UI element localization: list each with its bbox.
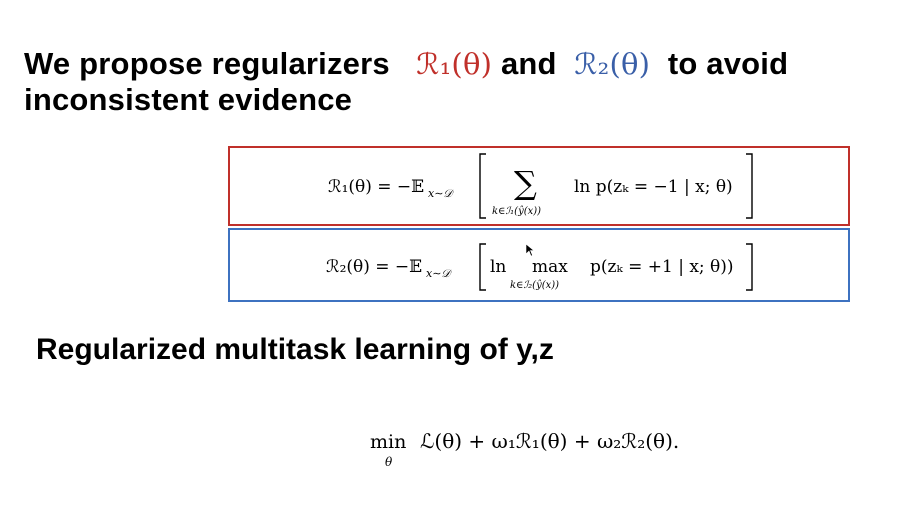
objective-min-sub: θ xyxy=(385,455,393,469)
equation-r2-svg: ℛ₂(θ) = −𝔼 x∼𝒟 ln max k∈ℐ₂(ŷ(x)) p(zₖ = … xyxy=(326,243,753,291)
section-title: Regularized multitask learning of y,z xyxy=(36,333,554,366)
headline-text-1: We propose regularizers xyxy=(24,46,390,81)
regularizer-r2-label: ℛ₂(θ) xyxy=(574,47,651,81)
equation-r1-svg: ℛ₁(θ) = −𝔼 x∼𝒟 ∑ k∈ℐ₁(ŷ(x)) ln p(zₖ = −1… xyxy=(328,153,753,219)
eq2-max: max xyxy=(532,257,568,277)
eq1-sum-sub: k∈ℐ₁(ŷ(x)) xyxy=(492,206,541,217)
eq1-right-bracket xyxy=(746,153,753,219)
eq2-left-bracket xyxy=(479,243,486,291)
eq2-lhs: ℛ₂(θ) = −𝔼 xyxy=(326,257,422,277)
objective-svg: min θ ℒ(θ) + ω₁ℛ₁(θ) + ω₂ℛ₂(θ). xyxy=(370,429,679,469)
eq2-right-bracket xyxy=(746,243,753,291)
equation-r1: ℛ₁(θ) = −𝔼 x∼𝒟 ∑ k∈ℐ₁(ŷ(x)) ln p(zₖ = −1… xyxy=(230,148,848,224)
eq1-left-bracket xyxy=(479,153,486,219)
headline: We propose regularizers ℛ₁(θ) and ℛ₂(θ) … xyxy=(24,46,904,118)
mouse-cursor-icon xyxy=(525,243,535,257)
equation-r2-box: ℛ₂(θ) = −𝔼 x∼𝒟 ln max k∈ℐ₂(ŷ(x)) p(zₖ = … xyxy=(228,228,850,302)
headline-text-2: and xyxy=(500,46,557,81)
eq1-lhs: ℛ₁(θ) = −𝔼 xyxy=(328,177,424,197)
eq1-body: ln p(zₖ = −1 | x; θ) xyxy=(574,177,733,197)
equation-r1-box: ℛ₁(θ) = −𝔼 x∼𝒟 ∑ k∈ℐ₁(ŷ(x)) ln p(zₖ = −1… xyxy=(228,146,850,226)
equation-r2: ℛ₂(θ) = −𝔼 x∼𝒟 ln max k∈ℐ₂(ŷ(x)) p(zₖ = … xyxy=(230,230,848,300)
eq1-sum-symbol: ∑ xyxy=(514,164,537,202)
eq2-body: p(zₖ = +1 | x; θ)) xyxy=(590,257,734,277)
headline-line-2: inconsistent evidence xyxy=(24,82,353,117)
eq2-max-sub: k∈ℐ₂(ŷ(x)) xyxy=(510,280,559,291)
eq2-expect-sub: x∼𝒟 xyxy=(426,267,452,280)
objective-expr: ℒ(θ) + ω₁ℛ₁(θ) + ω₂ℛ₂(θ). xyxy=(420,429,679,453)
objective-equation: min θ ℒ(θ) + ω₁ℛ₁(θ) + ω₂ℛ₂(θ). xyxy=(366,420,746,480)
eq1-expect-sub: x∼𝒟 xyxy=(428,187,454,200)
headline-text-3: to avoid xyxy=(667,46,789,81)
eq2-ln: ln xyxy=(490,257,506,277)
objective-min: min xyxy=(370,431,406,453)
regularizer-r1-label: ℛ₁(θ) xyxy=(416,47,493,81)
headline-line-1: We propose regularizers ℛ₁(θ) and ℛ₂(θ) … xyxy=(24,46,904,82)
